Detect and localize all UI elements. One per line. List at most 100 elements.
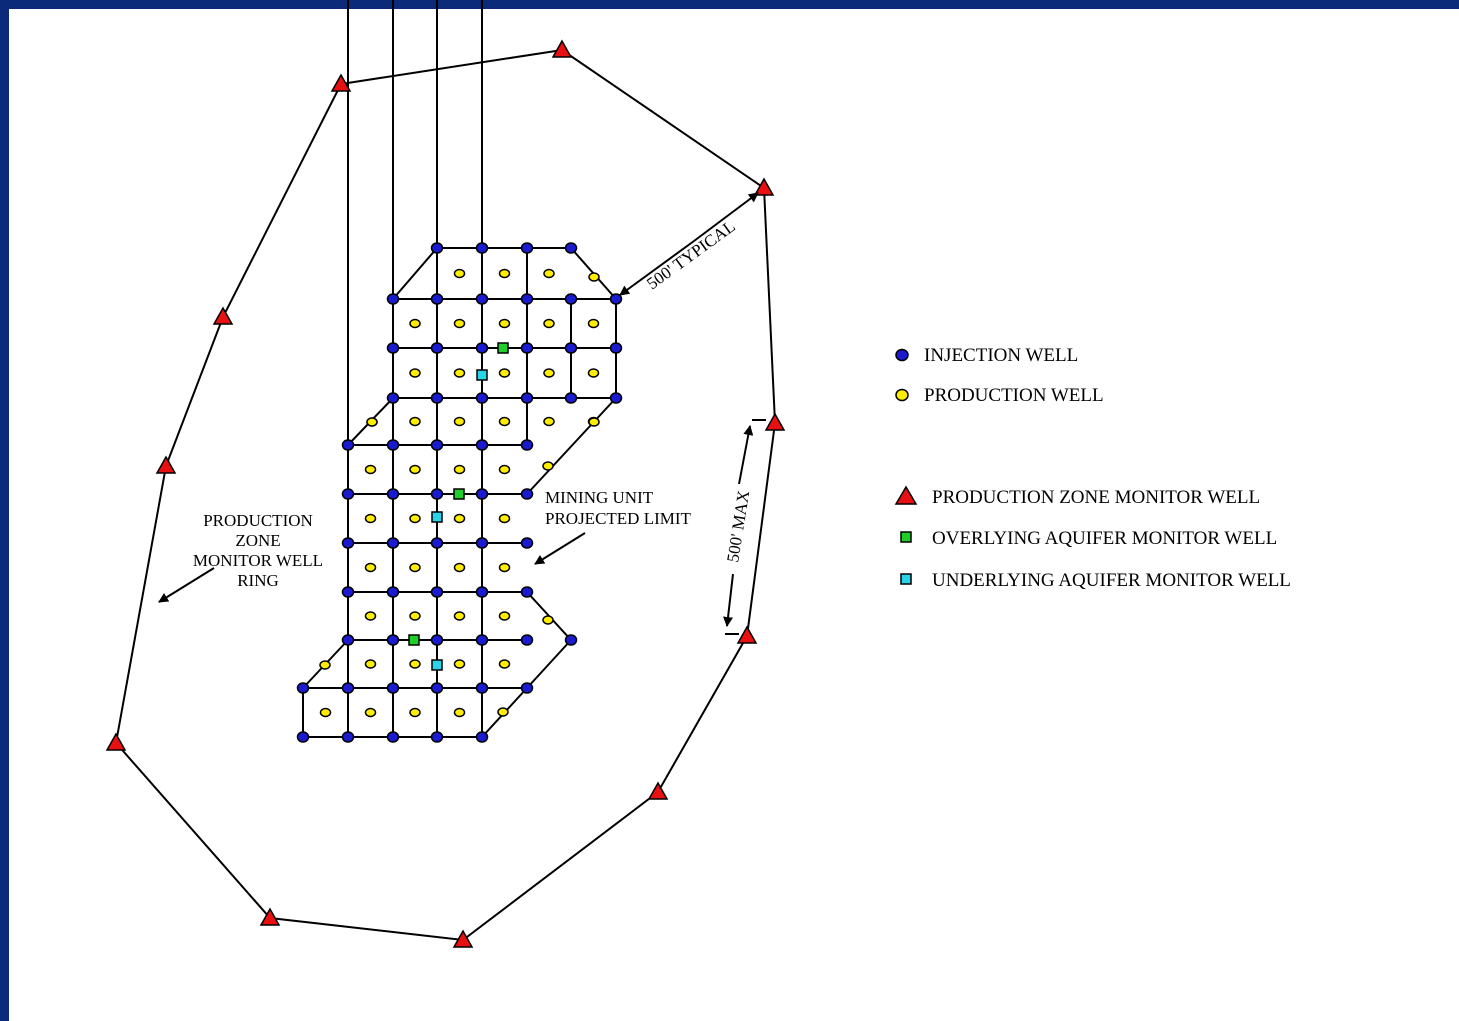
production-well: [409, 611, 421, 621]
production-well: [588, 417, 600, 427]
production-well: [453, 416, 466, 427]
injection-well: [564, 242, 578, 254]
ring-label-line1: PRODUCTION: [203, 511, 313, 530]
production-well: [453, 659, 466, 669]
injection-well: [520, 342, 534, 354]
production-zone-monitor-well: [330, 73, 352, 92]
production-well: [498, 464, 511, 475]
production-well: [409, 416, 421, 427]
production-well-icon: [895, 388, 909, 402]
monitor-well-ring: [105, 39, 786, 948]
production-well: [364, 464, 377, 475]
injection-well: [520, 634, 534, 646]
injection-well: [430, 682, 444, 694]
overlying-aquifer-monitor-well: [408, 634, 420, 646]
production-well: [409, 513, 421, 524]
injection-well: [386, 342, 400, 354]
production-well: [453, 268, 466, 279]
monitor-well-ring-line: [114, 48, 777, 942]
legend-item-injection-well: INJECTION WELL: [895, 345, 1078, 366]
production-zone-monitor-well: [105, 732, 127, 751]
injection-well: [430, 293, 444, 305]
injection-well: [520, 488, 534, 500]
injection-well: [386, 537, 400, 549]
production-zone-monitor-well: [259, 907, 281, 926]
injection-well: [475, 537, 489, 549]
grid-line: [526, 639, 572, 689]
production-well: [453, 611, 466, 621]
injection-well: [475, 488, 489, 500]
injection-well: [430, 488, 444, 500]
mining-unit-annotation: MINING UNIT PROJECTED LIMIT: [534, 488, 692, 565]
injection-well: [520, 242, 534, 254]
injection-well: [564, 293, 578, 305]
underlying-aquifer-monitor-well: [476, 369, 488, 381]
injection-well: [341, 731, 355, 743]
injection-well: [386, 293, 400, 305]
production-well: [498, 368, 511, 378]
legend-label-overlying-aquifer-monitor-well: OVERLYING AQUIFER MONITOR WELL: [932, 528, 1277, 549]
injection-well: [386, 392, 400, 404]
legend-label-production-well: PRODUCTION WELL: [924, 385, 1104, 406]
injection-well: [475, 242, 489, 254]
production-well: [498, 318, 511, 329]
injection-well: [341, 537, 355, 549]
overlying-aquifer-monitor-well-icon: [900, 531, 912, 543]
injection-well-icon: [895, 348, 909, 362]
legend-item-production-zone-monitor-well: PRODUCTION ZONE MONITOR WELL: [894, 485, 1260, 508]
injection-well: [520, 682, 534, 694]
overlying-aquifer-monitor-well: [497, 342, 509, 354]
legend-label-production-zone-monitor-well: PRODUCTION ZONE MONITOR WELL: [932, 487, 1260, 508]
production-well: [542, 615, 554, 625]
production-well: [453, 368, 466, 378]
production-zone-monitor-well: [764, 412, 786, 431]
injection-well: [386, 439, 400, 451]
injection-well: [341, 682, 355, 694]
production-well: [364, 707, 377, 718]
production-well: [588, 272, 600, 282]
production-zone-monitor-well: [551, 39, 573, 58]
production-well: [364, 659, 377, 669]
injection-well: [475, 293, 489, 305]
grid-line: [526, 397, 617, 495]
ring-label-line4: RING: [237, 571, 279, 590]
injection-well: [430, 731, 444, 743]
injection-wells: [296, 242, 623, 743]
injection-well: [564, 392, 578, 404]
injection-well: [475, 439, 489, 451]
underlying-aquifer-monitor-well-icon: [900, 573, 912, 585]
max-spacing-label: 500' MAX: [723, 489, 753, 564]
production-well: [453, 318, 466, 329]
production-well: [498, 268, 511, 279]
injection-well: [609, 293, 623, 305]
production-well: [498, 562, 511, 573]
production-well: [453, 464, 466, 475]
production-well: [409, 707, 421, 718]
production-well: [498, 659, 511, 669]
typical-spacing-annotation: 500' TYPICAL: [619, 192, 759, 296]
underlying-aquifer-monitor-well: [431, 659, 443, 671]
injection-well: [475, 682, 489, 694]
production-wells: [319, 268, 600, 718]
injection-well: [296, 731, 310, 743]
production-well: [542, 461, 554, 471]
injection-well: [386, 682, 400, 694]
production-well: [498, 513, 511, 524]
injection-well: [341, 488, 355, 500]
ring-annotation: PRODUCTION ZONE MONITOR WELL RING: [158, 511, 323, 603]
production-well: [498, 416, 511, 427]
production-zone-monitor-well: [155, 455, 177, 474]
injection-well: [430, 586, 444, 598]
production-well: [366, 417, 378, 427]
production-well: [543, 318, 555, 329]
injection-well: [475, 731, 489, 743]
injection-well: [341, 586, 355, 598]
production-zone-monitor-well: [753, 177, 775, 196]
injection-well: [341, 439, 355, 451]
injection-well: [520, 293, 534, 305]
injection-well: [475, 342, 489, 354]
mining-unit-label-line1: MINING UNIT: [545, 488, 654, 507]
injection-well: [430, 242, 444, 254]
injection-well: [609, 392, 623, 404]
injection-well: [520, 537, 534, 549]
